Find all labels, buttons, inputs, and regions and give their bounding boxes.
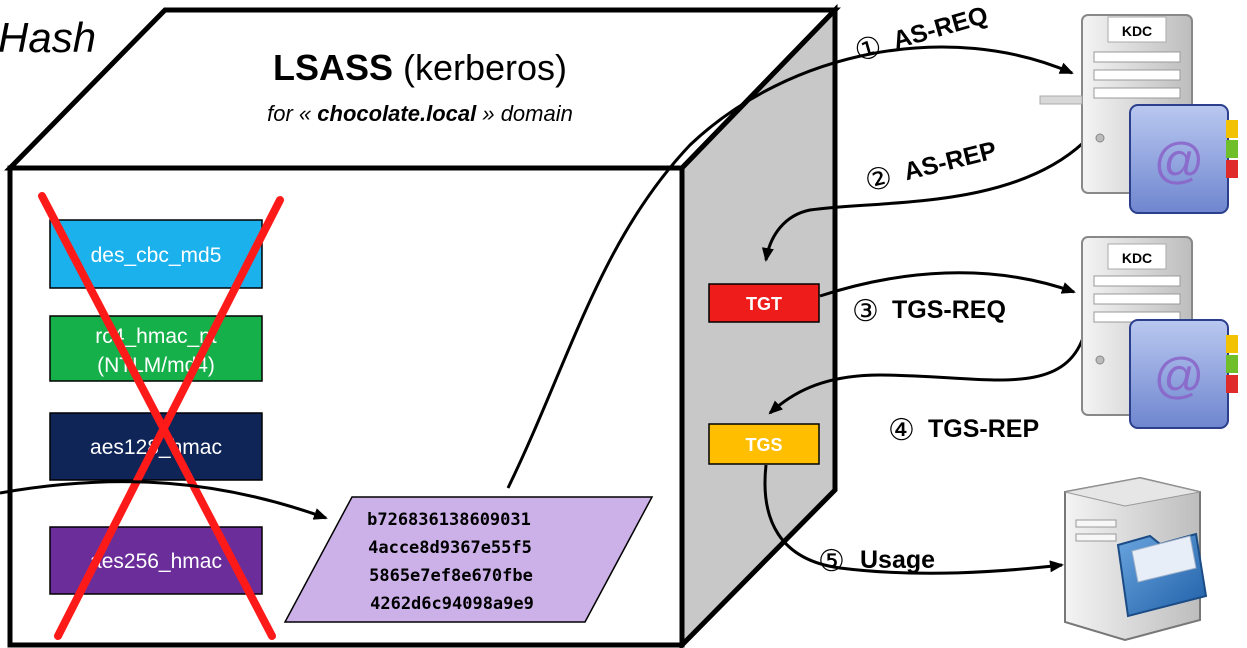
step-2-label: ② AS-REP <box>862 136 1000 199</box>
lsass-title-bold: LSASS <box>273 47 393 88</box>
step-3-text: TGS-REQ <box>892 296 1006 324</box>
file-server-bay-2 <box>1075 533 1117 542</box>
lsass-subtitle: for « chocolate.local » domain <box>267 101 573 126</box>
hash-box <box>283 496 654 623</box>
as-req-arrow <box>506 45 1074 489</box>
file-server-bay-1 <box>1075 519 1117 528</box>
subtitle-suffix: » domain <box>476 101 573 126</box>
step-4-label: ④ TGS-REP <box>888 414 1039 447</box>
kdc1-label: KDC <box>1122 23 1152 39</box>
hash-input-arrow <box>0 480 328 520</box>
kdc2-bay-2 <box>1093 293 1181 305</box>
tgt-label: TGT <box>746 294 782 314</box>
kdc1-book-tab-green <box>1226 140 1238 158</box>
hash-value: b726836138609031 4acce8d9367e55f5 5865e7… <box>283 496 654 623</box>
hash-line-1: b726836138609031 <box>367 510 531 530</box>
kdc2-bay-1 <box>1093 275 1181 287</box>
kdc2-label: KDC <box>1122 250 1152 266</box>
lsass-title-rest: (kerberos) <box>393 47 567 88</box>
kdc2-book-tab-red <box>1226 375 1238 393</box>
step-2-num: ② <box>862 160 896 199</box>
hash-line-4: 4262d6c94098a9e9 <box>370 594 534 614</box>
step-1-num: ① <box>851 30 886 69</box>
kdc2-label-plate <box>1107 243 1167 270</box>
kdc2-book-tab-green <box>1226 355 1238 373</box>
cross-line-2 <box>54 196 284 640</box>
step-4-num: ④ <box>888 414 915 447</box>
usage-arrow <box>763 464 1064 575</box>
step-5-text: Usage <box>860 546 935 574</box>
kdc1-led <box>1095 133 1105 143</box>
folder-paper <box>1131 535 1197 583</box>
kdc1-at-symbol: @ <box>1154 133 1205 189</box>
hash-partial-label: Hash <box>0 14 96 61</box>
kdc2-address-book-icon <box>1129 319 1229 429</box>
key-des-label: des_cbc_md5 <box>91 244 222 267</box>
file-server <box>1064 476 1208 642</box>
kdc2-led <box>1095 355 1105 365</box>
tgs-label: TGS <box>745 435 782 455</box>
kdc1-address-book-icon <box>1129 104 1229 214</box>
step-5-num: ⑤ <box>818 545 845 578</box>
as-rep-arrow <box>761 141 1085 262</box>
kdc1-bay-3 <box>1093 87 1181 99</box>
subtitle-domain: chocolate.local <box>317 101 477 126</box>
lsass-title: LSASS (kerberos) <box>273 47 567 88</box>
tgs-ticket: TGS <box>708 423 820 465</box>
kdc1-book-tab-yellow <box>1226 120 1238 138</box>
tgs-box <box>708 423 820 465</box>
kdc2-book-tab-yellow <box>1226 335 1238 353</box>
file-server-top <box>1064 477 1201 507</box>
kdc1-book-tab-red <box>1226 160 1238 178</box>
tgt-box <box>708 283 820 323</box>
hash-line-2: 4acce8d9367e55f5 <box>368 538 532 558</box>
kdc1-rack-rail <box>1039 95 1083 105</box>
kdc2-at-symbol: @ <box>1154 348 1205 404</box>
tgs-rep-arrow <box>768 337 1085 415</box>
step-5-label: ⑤ Usage <box>818 545 935 578</box>
step-3-label: ③ TGS-REQ <box>852 295 1006 328</box>
kdc1-bay-2 <box>1093 69 1181 81</box>
kdc1-bay-1 <box>1093 51 1181 63</box>
tgs-req-arrow <box>819 271 1076 298</box>
tgt-ticket: TGT <box>708 283 820 323</box>
subtitle-prefix: for « <box>267 101 317 126</box>
step-3-num: ③ <box>852 295 879 328</box>
keys-cross-mark <box>38 192 284 640</box>
key-rc4-label: rc4_hmac_nt <box>95 325 217 348</box>
hash-line-3: 5865e7ef8e670fbe <box>369 566 533 586</box>
step-4-text: TGS-REP <box>928 415 1039 443</box>
kdc1-label-plate <box>1107 16 1167 43</box>
kdc-server-1: KDC @ <box>1039 14 1238 214</box>
cross-line-1 <box>38 192 276 640</box>
key-rc4: rc4_hmac_nt (NTLM/md4) <box>49 315 263 382</box>
kdc-server-2: KDC @ <box>1081 236 1238 429</box>
key-rc4-box <box>49 315 263 382</box>
step-2-text: AS-REP <box>901 136 999 186</box>
key-des: des_cbc_md5 <box>49 219 263 289</box>
key-des-box <box>49 219 263 289</box>
step-1-label: ① AS-REQ <box>851 1 991 69</box>
key-aes256-label: aes256_hmac <box>90 550 222 573</box>
